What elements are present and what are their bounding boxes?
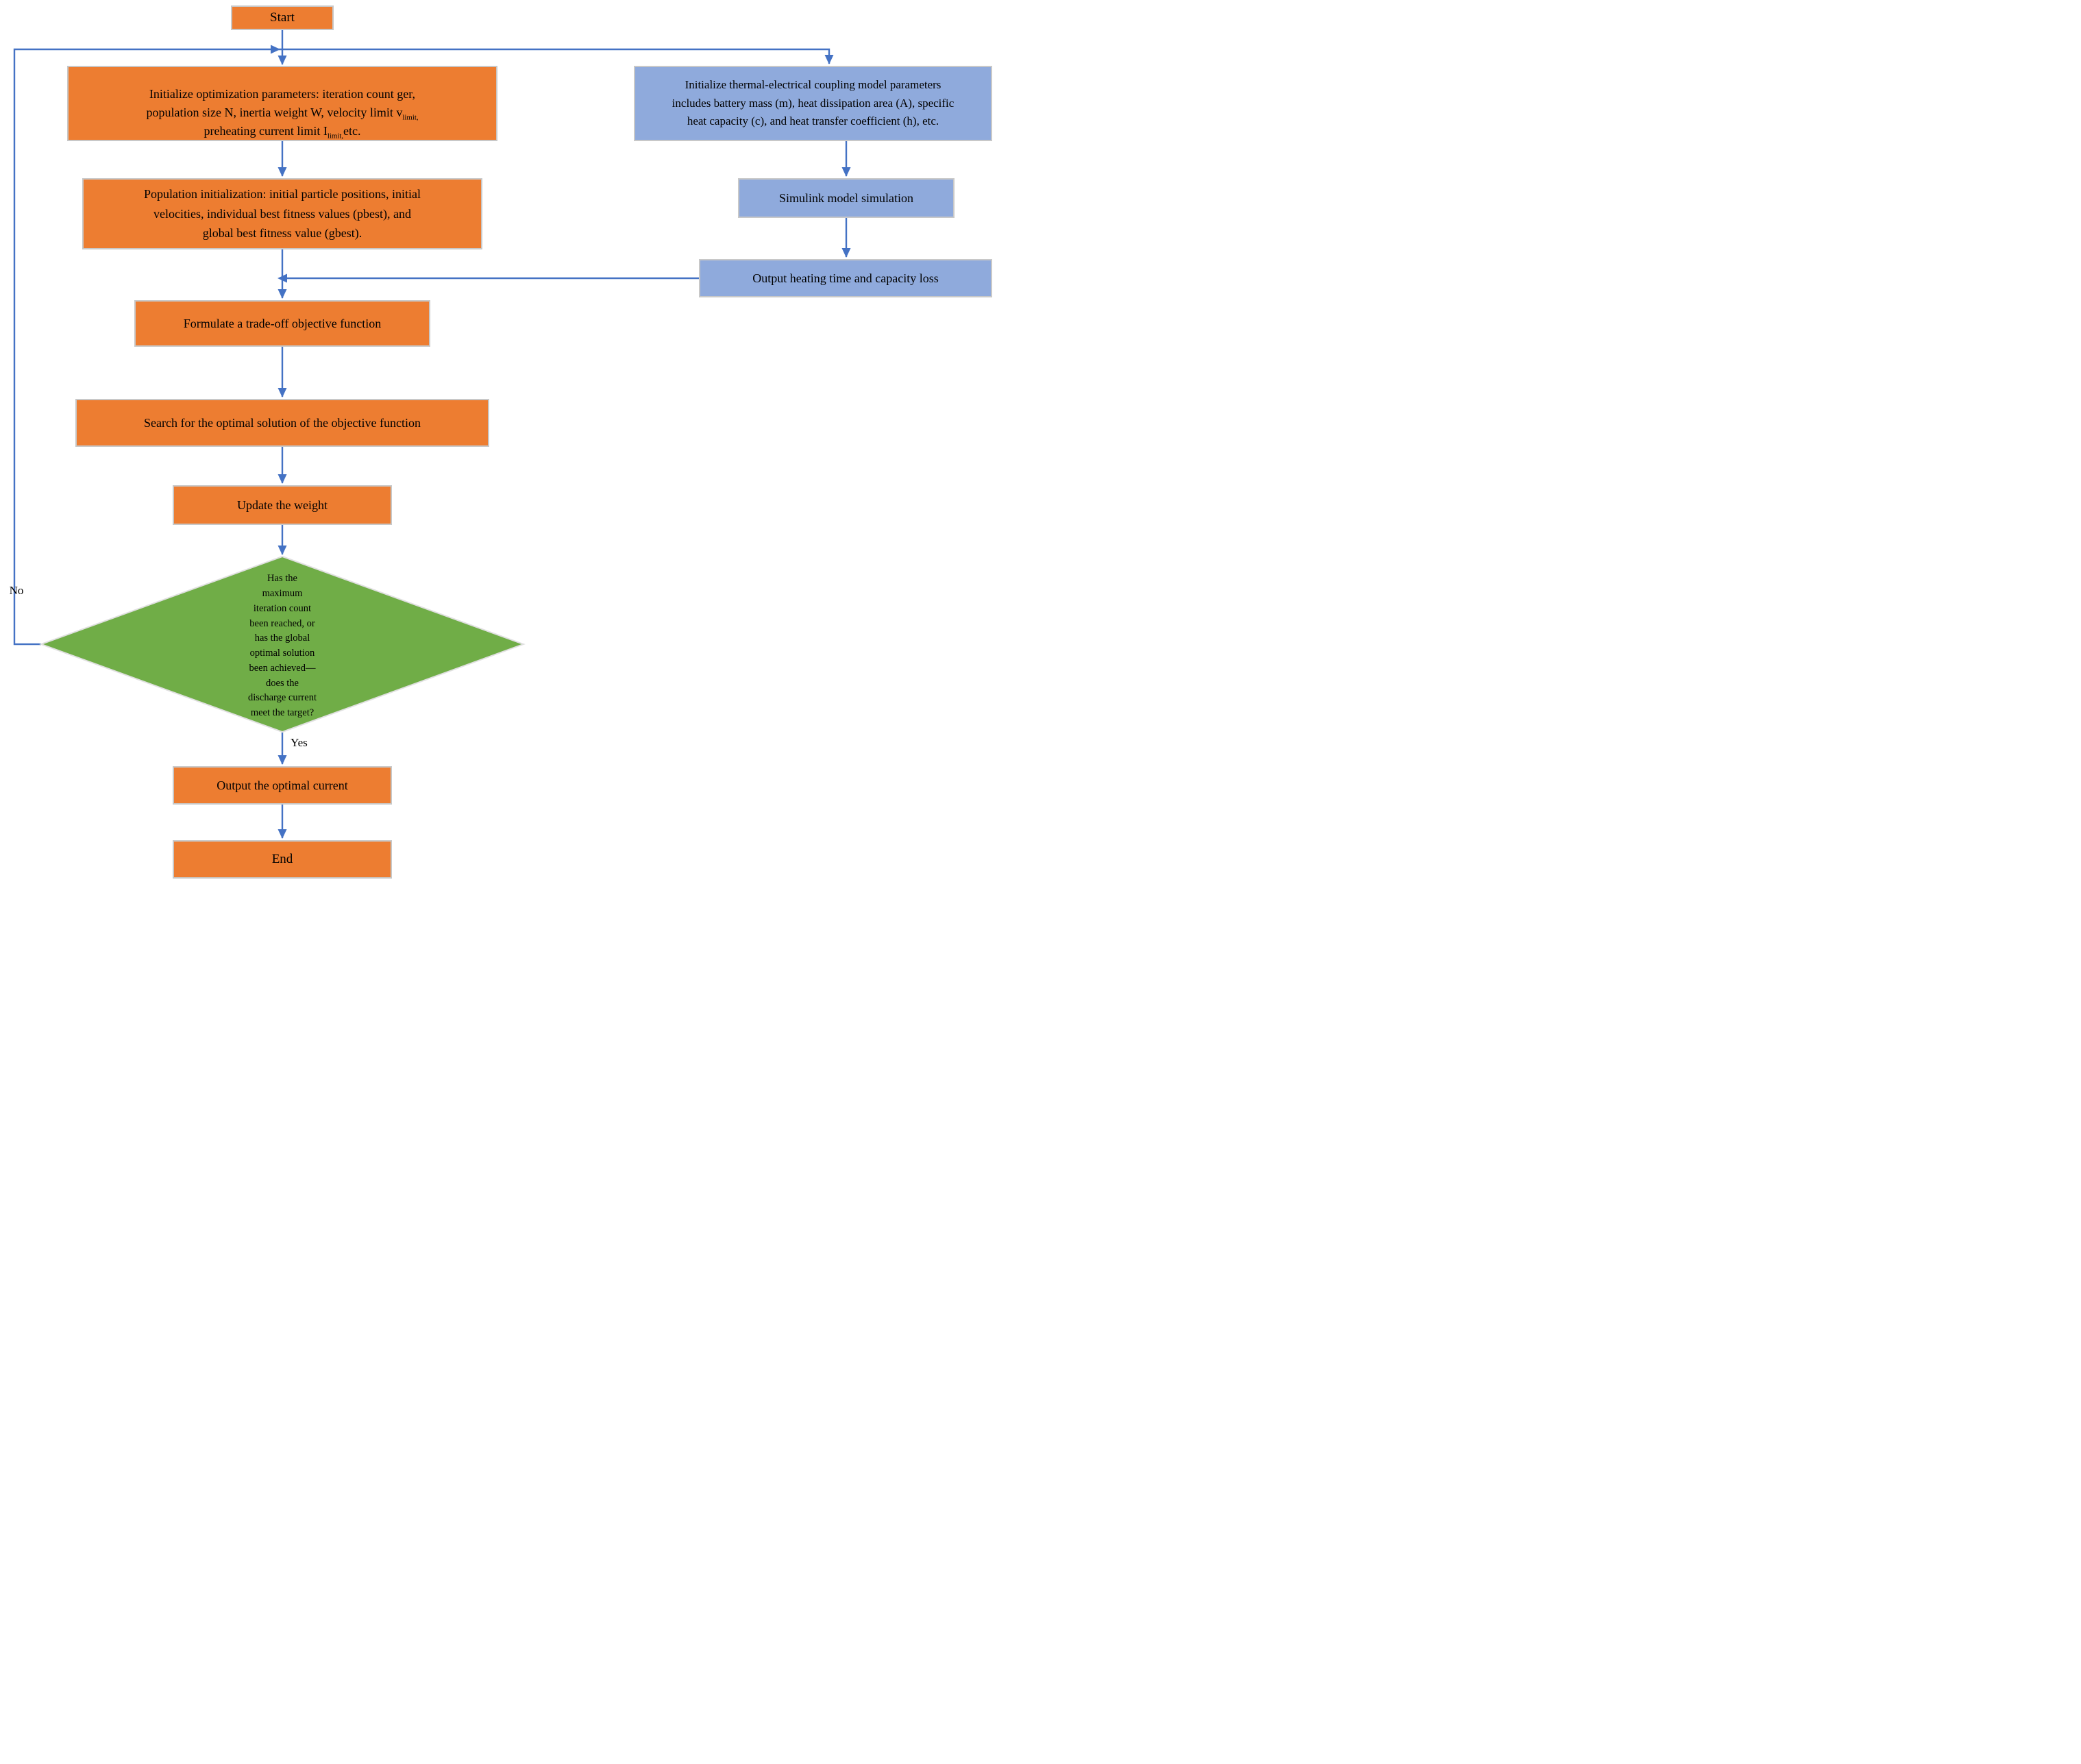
decision-node-text: Has the maximum iteration count been rea… bbox=[200, 563, 365, 729]
init-params-node: Initialize optimization parameters: iter… bbox=[67, 66, 497, 141]
start-label: Start bbox=[270, 10, 295, 25]
end-node: End bbox=[173, 840, 392, 879]
yes-edge-label: Yes bbox=[291, 736, 308, 749]
update-weight-label: Update the weight bbox=[237, 498, 328, 512]
edge-no-loop bbox=[13, 48, 830, 646]
update-weight-node: Update the weight bbox=[173, 485, 392, 525]
simulink-node: Simulink model simulation bbox=[738, 178, 955, 218]
output-current-node: Output the optimal current bbox=[173, 766, 392, 805]
formulate-label: Formulate a trade-off objective function bbox=[183, 316, 382, 330]
end-label: End bbox=[271, 852, 293, 867]
arrowhead-into-population bbox=[278, 167, 287, 177]
arrowhead-into-formulate bbox=[278, 289, 287, 299]
formulate-node: Formulate a trade-off objective function bbox=[134, 300, 430, 347]
decision-label: Has the maximum iteration count been rea… bbox=[248, 573, 317, 718]
arrowhead-into-init-model bbox=[824, 55, 834, 64]
flowchart-canvas: Start Initialize optimization parameters… bbox=[0, 0, 1040, 885]
output-heating-label: Output heating time and capacity loss bbox=[752, 271, 939, 285]
population-init-label: Population initialization: initial parti… bbox=[144, 186, 421, 241]
arrowhead-into-output-heating bbox=[841, 248, 851, 258]
init-model-node: Initialize thermal-electrical coupling m… bbox=[634, 66, 992, 141]
output-current-label: Output the optimal current bbox=[217, 778, 348, 792]
output-heating-node: Output heating time and capacity loss bbox=[699, 259, 992, 297]
arrowhead-into-search bbox=[278, 388, 287, 397]
arrowhead-no-loop-merge bbox=[271, 45, 280, 54]
population-init-node: Population initialization: initial parti… bbox=[82, 178, 482, 249]
init-params-label: Initialize optimization parameters: iter… bbox=[146, 87, 419, 140]
arrowhead-into-end bbox=[278, 829, 287, 839]
arrowhead-into-decision bbox=[278, 546, 287, 555]
arrowhead-into-output-current bbox=[278, 755, 287, 765]
search-label: Search for the optimal solution of the o… bbox=[144, 415, 421, 430]
start-node: Start bbox=[231, 5, 334, 30]
no-edge-label: No bbox=[9, 584, 24, 597]
arrowhead-into-simulink bbox=[841, 167, 851, 177]
arrowhead-into-init-params bbox=[278, 56, 287, 65]
init-model-label: Initialize thermal-electrical coupling m… bbox=[672, 78, 955, 128]
arrowhead-into-update bbox=[278, 474, 287, 484]
search-node: Search for the optimal solution of the o… bbox=[75, 399, 489, 447]
simulink-label: Simulink model simulation bbox=[778, 191, 913, 205]
decision-diamond bbox=[39, 555, 526, 733]
arrowhead-merge-left bbox=[278, 273, 287, 283]
flow-connectors bbox=[13, 30, 851, 839]
